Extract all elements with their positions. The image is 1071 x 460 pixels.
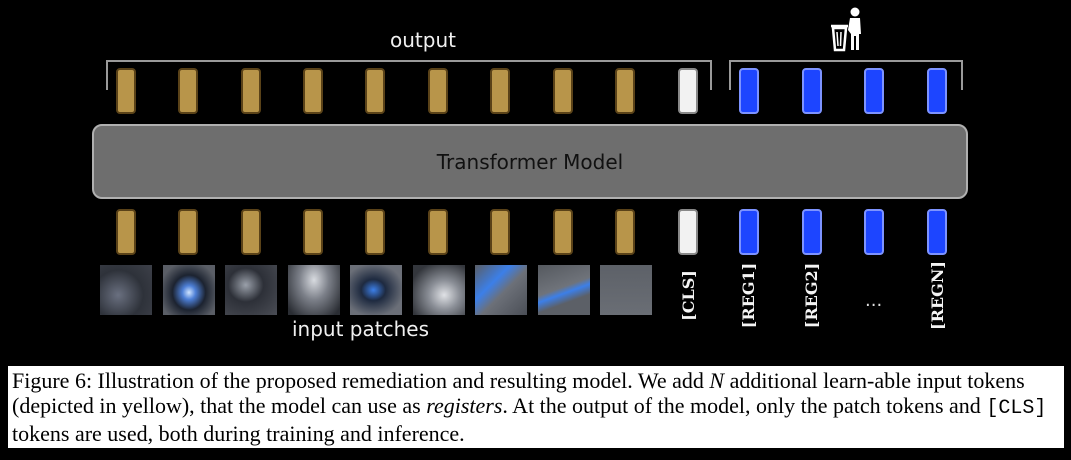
image-patch — [413, 265, 465, 315]
transformer-model-box: Transformer Model — [92, 124, 968, 199]
output-bracket — [106, 60, 712, 90]
trash-person-icon — [831, 7, 861, 52]
output-patch-token — [303, 68, 323, 114]
input-patch-token — [303, 209, 323, 255]
image-patch — [163, 265, 215, 315]
input-patch-token — [553, 209, 573, 255]
output-patch-token — [428, 68, 448, 114]
cls-label: [CLS] — [678, 269, 698, 321]
output-patch-token — [615, 68, 635, 114]
reg1-label: [REG1] — [739, 262, 759, 328]
output-patch-token — [365, 68, 385, 114]
ellipsis: ... — [865, 290, 883, 311]
output-label: output — [390, 28, 456, 52]
architecture-diagram: output Transformer Model — [92, 7, 968, 341]
image-patch — [288, 265, 340, 315]
output-patch-token — [178, 68, 198, 114]
input-patch-token — [615, 209, 635, 255]
output-patch-token — [553, 68, 573, 114]
image-patch — [475, 265, 527, 315]
input-patch-token — [490, 209, 510, 255]
output-register-token — [927, 68, 947, 114]
output-register-token — [864, 68, 884, 114]
model-label: Transformer Model — [436, 149, 624, 174]
image-patch — [600, 265, 652, 315]
image-patch — [225, 265, 277, 315]
reg2-label: [REG2] — [802, 262, 822, 328]
input-patch-token — [428, 209, 448, 255]
output-patch-token — [241, 68, 261, 114]
input-patches-label: input patches — [292, 317, 429, 341]
output-patch-token — [116, 68, 136, 114]
output-register-token — [739, 68, 759, 114]
input-patch-token — [241, 209, 261, 255]
output-cls-token — [678, 68, 698, 114]
input-register-token — [927, 209, 947, 255]
input-patch-token — [365, 209, 385, 255]
image-patch — [350, 265, 402, 315]
input-cls-token — [678, 209, 698, 255]
output-register-token — [802, 68, 822, 114]
figure-caption: Figure 6: Illustration of the proposed r… — [8, 366, 1064, 448]
discard-bracket — [729, 60, 963, 90]
input-register-token — [864, 209, 884, 255]
image-patch — [100, 265, 152, 315]
output-patch-token — [490, 68, 510, 114]
input-register-token — [802, 209, 822, 255]
input-patch-token — [178, 209, 198, 255]
input-register-token — [739, 209, 759, 255]
image-patch — [538, 265, 590, 315]
input-patch-token — [116, 209, 136, 255]
regn-label: [REGN] — [927, 260, 947, 330]
